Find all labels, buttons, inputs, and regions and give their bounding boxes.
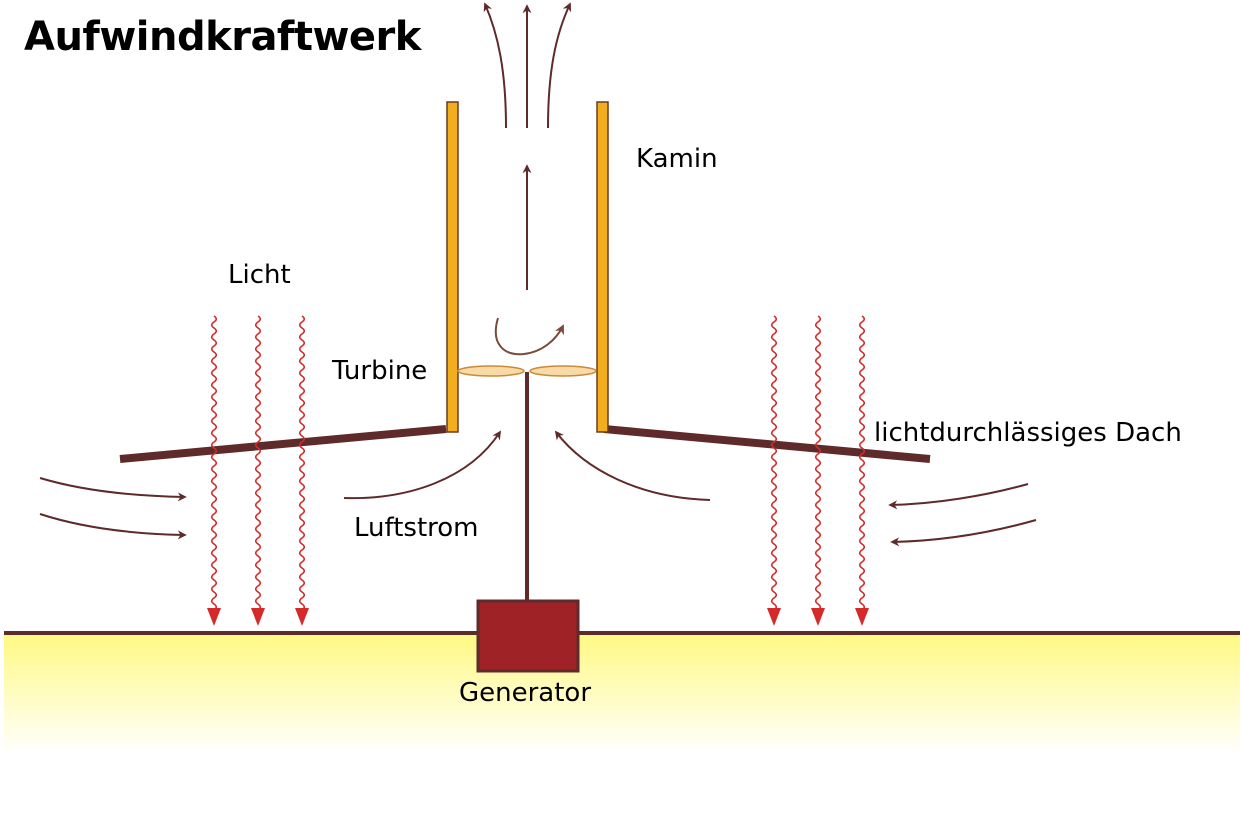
light-wave-5 (814, 315, 822, 611)
inflow-arrow-left-outer-2 (39, 513, 187, 540)
inflow-arrow-right-inner (554, 430, 711, 501)
light-rays (207, 315, 869, 626)
label-generator: Generator (459, 678, 592, 708)
light-wave-1 (210, 315, 218, 611)
inflow-arrow-left-outer-1 (39, 477, 187, 502)
roof-right (603, 425, 931, 463)
exhaust-arrow-left (483, 2, 507, 129)
light-wave-6 (858, 315, 866, 611)
light-arrowhead-4 (767, 608, 781, 626)
light-arrowhead-3 (295, 608, 309, 626)
generator-box (476, 599, 580, 673)
light-wave-4 (770, 315, 778, 611)
light-arrowhead-2 (251, 608, 265, 626)
diagram-title: Aufwindkraftwerk (24, 14, 421, 60)
light-wave-3 (298, 315, 306, 611)
label-turbine: Turbine (332, 356, 428, 386)
light-arrowhead-5 (811, 608, 825, 626)
ground (4, 634, 1240, 754)
label-light: Licht (228, 260, 291, 290)
turbine-blade-right (529, 365, 597, 377)
light-arrowhead-1 (207, 608, 221, 626)
roof-left (119, 425, 447, 463)
exhaust-arrow-right (547, 2, 572, 129)
inflow-arrow-right-outer-2 (890, 519, 1037, 547)
label-chimney: Kamin (636, 144, 718, 174)
inflow-arrow-right-outer-1 (888, 483, 1029, 510)
turbine-blade-left (457, 365, 525, 377)
rotation-arrow-icon (494, 317, 564, 356)
label-airflow: Luftstrom (354, 513, 479, 543)
light-wave-2 (254, 315, 262, 611)
light-arrowhead-6 (855, 608, 869, 626)
chimney-wall-left (446, 101, 459, 433)
label-roof: lichtdurchlässiges Dach (874, 418, 1182, 448)
inflow-arrow-left-inner (343, 430, 501, 500)
chimney-wall-right (596, 101, 609, 433)
